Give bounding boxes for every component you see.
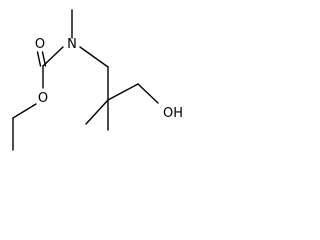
atom-ester-oxygen: O — [38, 91, 48, 106]
bond-n-ch2 — [79, 46, 109, 68]
bond-quaternary-ch2oh — [107, 83, 139, 101]
atom-carbonyl-oxygen: O — [35, 37, 45, 52]
bond-ch2-oh — [137, 83, 159, 104]
atom-hydroxyl: OH — [163, 106, 183, 121]
atom-labels: O N O OH — [35, 37, 183, 121]
bond-ester-o-ch2 — [12, 103, 37, 119]
bonds — [12, 9, 159, 151]
bond-carbonyl-double-a — [36, 51, 42, 67]
molecule-structure: O N O OH — [12, 9, 183, 151]
bond-quaternary-methyl-left — [85, 99, 109, 125]
bond-carbonyl-to-n — [42, 46, 64, 67]
atom-amine-nitrogen: N — [67, 37, 77, 52]
